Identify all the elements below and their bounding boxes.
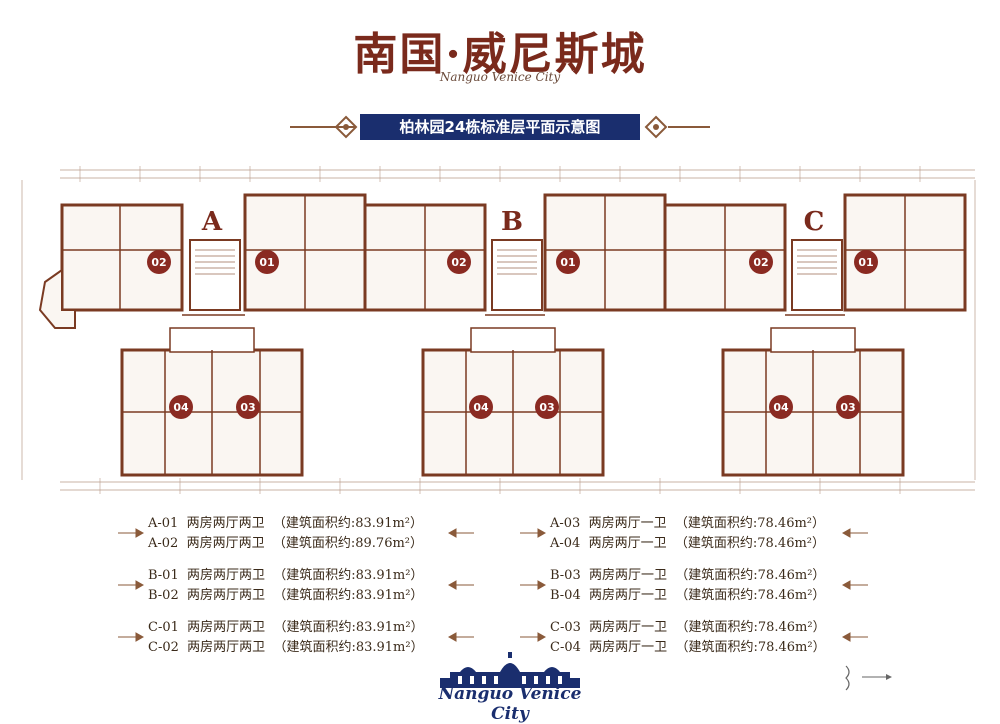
legend-area: （建筑面积约:78.46m²） bbox=[674, 516, 826, 531]
legend-type: 两房两厅一卫 bbox=[589, 640, 668, 655]
unit-marker-a02: 02 bbox=[151, 256, 166, 269]
legend-type: 两房两厅两卫 bbox=[186, 536, 265, 551]
legend-type: 两房两厅一卫 bbox=[589, 620, 668, 635]
legend-ornament-icon bbox=[118, 580, 144, 590]
legend-code: C-02 bbox=[148, 640, 179, 655]
legend-area: （建筑面积约:83.91m²） bbox=[273, 640, 424, 655]
legend-ornament-icon bbox=[448, 632, 474, 642]
legend-area: （建筑面积约:78.46m²） bbox=[675, 640, 826, 655]
legend-code: C-01 bbox=[148, 620, 179, 635]
unit-marker-c01: 01 bbox=[858, 256, 873, 269]
unit-marker-c02: 02 bbox=[753, 256, 768, 269]
legend-area: （建筑面积约:78.46m²） bbox=[674, 536, 826, 551]
legend-ornament-icon bbox=[842, 580, 868, 590]
title-ornament-left-icon bbox=[334, 115, 358, 139]
legend-ornament-icon bbox=[118, 528, 144, 538]
brand-subtitle: Nanguo Venice City bbox=[439, 70, 561, 84]
legend-type: 两房两厅一卫 bbox=[588, 536, 667, 551]
title-ornament-right-icon bbox=[644, 115, 668, 139]
legend-code: A-04 bbox=[550, 536, 581, 551]
floor-plan: 02 01 02 01 02 01 04 03 04 03 04 03 A B … bbox=[21, 166, 976, 494]
legend-area: （建筑面积约:83.91m²） bbox=[273, 568, 424, 583]
legend-area: （建筑面积约:78.46m²） bbox=[675, 620, 826, 635]
legend-code: C-03 bbox=[550, 620, 581, 635]
legend-ornament-icon bbox=[448, 528, 474, 538]
unit-marker-a04: 04 bbox=[173, 401, 189, 414]
legend-code: B-02 bbox=[148, 588, 179, 603]
legend-type: 两房两厅一卫 bbox=[589, 568, 668, 583]
legend-area: （建筑面积约:78.46m²） bbox=[675, 568, 826, 583]
legend-area: （建筑面积约:83.91m²） bbox=[273, 620, 424, 635]
legend-type: 两房两厅一卫 bbox=[589, 588, 668, 603]
plan-title: 柏林园24栋标准层平面示意图 bbox=[360, 114, 640, 140]
legend-code: B-03 bbox=[550, 568, 581, 583]
legend-type: 两房两厅两卫 bbox=[187, 568, 266, 583]
building-label-b: B bbox=[501, 207, 523, 237]
legend-ornament-icon bbox=[520, 580, 546, 590]
legend-area: （建筑面积约:83.91m²） bbox=[272, 516, 424, 531]
unit-marker-c03: 03 bbox=[840, 401, 855, 414]
legend-code: A-03 bbox=[550, 516, 581, 531]
palace-logo-icon bbox=[440, 652, 580, 688]
legend-ornament-icon bbox=[520, 528, 546, 538]
unit-marker-a01: 01 bbox=[259, 256, 274, 269]
unit-marker-c04: 04 bbox=[773, 401, 789, 414]
title-ornament-line-left bbox=[290, 126, 356, 128]
building-label-c: C bbox=[804, 207, 825, 237]
footer-logo-text: Nanguo Venice City bbox=[438, 684, 582, 724]
legend-code: A-02 bbox=[148, 536, 179, 551]
legend-ornament-icon bbox=[448, 580, 474, 590]
building-label-a: A bbox=[201, 207, 223, 237]
legend-area: （建筑面积约:83.91m²） bbox=[273, 588, 424, 603]
legend-ornament-icon bbox=[842, 528, 868, 538]
legend-type: 两房两厅两卫 bbox=[187, 620, 266, 635]
unit-marker-a03: 03 bbox=[240, 401, 255, 414]
legend-code: C-04 bbox=[550, 640, 581, 655]
legend-type: 两房两厅一卫 bbox=[588, 516, 667, 531]
brand-title: 南国·威尼斯城 bbox=[353, 29, 647, 80]
legend-ornament-icon bbox=[842, 632, 868, 642]
unit-marker-b04: 04 bbox=[473, 401, 489, 414]
legend-type: 两房两厅两卫 bbox=[186, 516, 265, 531]
unit-marker-b01: 01 bbox=[560, 256, 575, 269]
legend-code: B-01 bbox=[148, 568, 179, 583]
legend-type: 两房两厅两卫 bbox=[187, 640, 266, 655]
legend-area: （建筑面积约:89.76m²） bbox=[272, 536, 424, 551]
legend-type: 两房两厅两卫 bbox=[187, 588, 266, 603]
legend-code: A-01 bbox=[148, 516, 179, 531]
legend-ornament-icon bbox=[118, 632, 144, 642]
title-ornament-line-right bbox=[668, 126, 710, 128]
unit-marker-b02: 02 bbox=[451, 256, 466, 269]
legend-code: B-04 bbox=[550, 588, 581, 603]
legend-area: （建筑面积约:78.46m²） bbox=[675, 588, 826, 603]
legend-ornament-icon bbox=[520, 632, 546, 642]
north-arrow-icon bbox=[845, 665, 892, 691]
unit-marker-b03: 03 bbox=[539, 401, 554, 414]
